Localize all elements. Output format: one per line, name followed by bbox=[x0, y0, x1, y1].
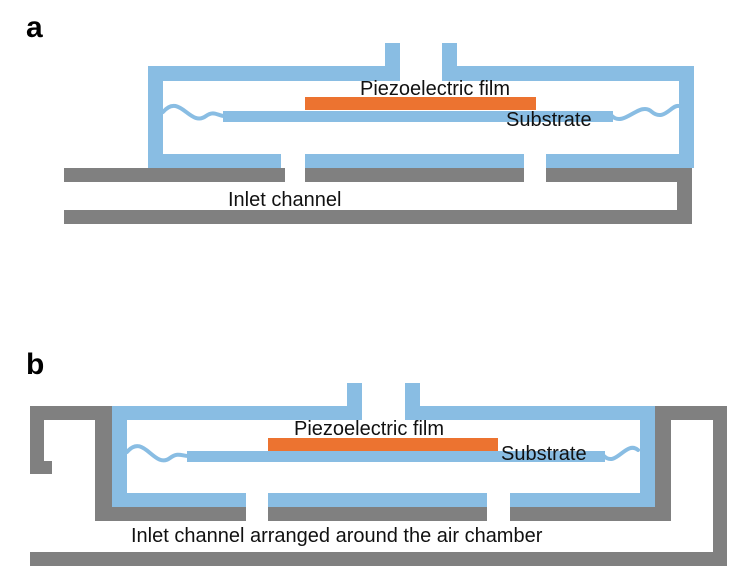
panel-b-inner-bottom-segment-2 bbox=[268, 507, 487, 521]
panel-b-film-label: Piezoelectric film bbox=[294, 418, 444, 440]
panel-b-substrate bbox=[187, 451, 605, 462]
panel-a-right-support-spring bbox=[610, 103, 681, 121]
panel-a-chamber-bottom-segment-2 bbox=[305, 154, 524, 168]
panel-b-chamber-top-right bbox=[405, 406, 655, 420]
panel-b-outer-left-wall bbox=[30, 406, 44, 466]
panel-a-channel-top-segment-3 bbox=[546, 168, 692, 182]
panel-a-chamber-left-wall bbox=[148, 66, 163, 168]
panel-a-chamber-right-wall bbox=[679, 66, 694, 168]
panel-b-chamber-bottom-segment-2 bbox=[268, 493, 487, 507]
panel-a-letter: a bbox=[26, 11, 43, 44]
panel-b-substrate-assembly bbox=[125, 438, 640, 463]
panel-a-substrate bbox=[223, 111, 613, 122]
panel-a-channel-bottom-wall bbox=[64, 210, 692, 224]
panel-b-substrate-label: Substrate bbox=[501, 443, 587, 465]
panel-b-inner-left-wall bbox=[95, 406, 112, 521]
panel-a: a Piezoelectric film bbox=[26, 11, 694, 224]
panel-b: b bbox=[26, 348, 727, 566]
panel-b-outer-bottom-wall bbox=[30, 552, 727, 566]
panel-b-chamber-bottom-segment-3 bbox=[510, 493, 655, 507]
panel-b-chamber-bottom-segment-1 bbox=[112, 493, 246, 507]
panel-a-air-chamber bbox=[148, 43, 694, 168]
panel-a-channel-top-segment-1 bbox=[64, 168, 285, 182]
panel-a-channel-top-segment-2 bbox=[305, 168, 524, 182]
panel-b-outer-top-right bbox=[655, 406, 727, 420]
panel-a-piezoelectric-film bbox=[305, 97, 536, 110]
panel-b-chamber-top-left bbox=[112, 406, 362, 420]
panel-b-inner-bottom-segment-3 bbox=[510, 507, 671, 521]
panel-a-substrate-assembly bbox=[161, 97, 681, 122]
panel-b-inlet-channel bbox=[30, 406, 727, 566]
panel-a-channel-label: Inlet channel bbox=[228, 189, 341, 211]
panel-a-chamber-top-left bbox=[148, 66, 400, 81]
panel-b-inner-right-wall bbox=[655, 406, 671, 521]
panel-b-outer-right-wall bbox=[713, 406, 727, 566]
panel-a-left-support-spring bbox=[161, 103, 226, 121]
panel-a-film-label: Piezoelectric film bbox=[360, 78, 510, 100]
panel-b-outer-top-left bbox=[30, 406, 112, 420]
panel-b-right-support-spring bbox=[602, 445, 640, 461]
panel-b-chamber-right-wall bbox=[640, 406, 655, 507]
panel-a-chamber-bottom-segment-3 bbox=[546, 154, 694, 168]
panel-a-inlet-channel bbox=[64, 168, 692, 224]
panel-b-outer-left-stub bbox=[30, 461, 52, 474]
panel-b-left-support-spring bbox=[125, 444, 190, 463]
panel-b-piezoelectric-film bbox=[268, 438, 498, 451]
panel-a-outlet-left-wall bbox=[385, 43, 400, 81]
panel-b-outlet-right-wall bbox=[405, 383, 420, 420]
panel-b-letter: b bbox=[26, 348, 44, 381]
panel-b-inner-bottom-segment-1 bbox=[95, 507, 246, 521]
panel-a-substrate-label: Substrate bbox=[506, 109, 592, 131]
panel-b-outlet-left-wall bbox=[347, 383, 362, 420]
panel-b-air-chamber bbox=[112, 383, 655, 507]
panel-a-chamber-top-right bbox=[442, 66, 694, 81]
panel-b-channel-label: Inlet channel arranged around the air ch… bbox=[131, 525, 543, 547]
panel-b-chamber-left-wall bbox=[112, 406, 127, 507]
panel-a-chamber-bottom-segment-1 bbox=[148, 154, 281, 168]
panel-a-outlet-right-wall bbox=[442, 43, 457, 81]
